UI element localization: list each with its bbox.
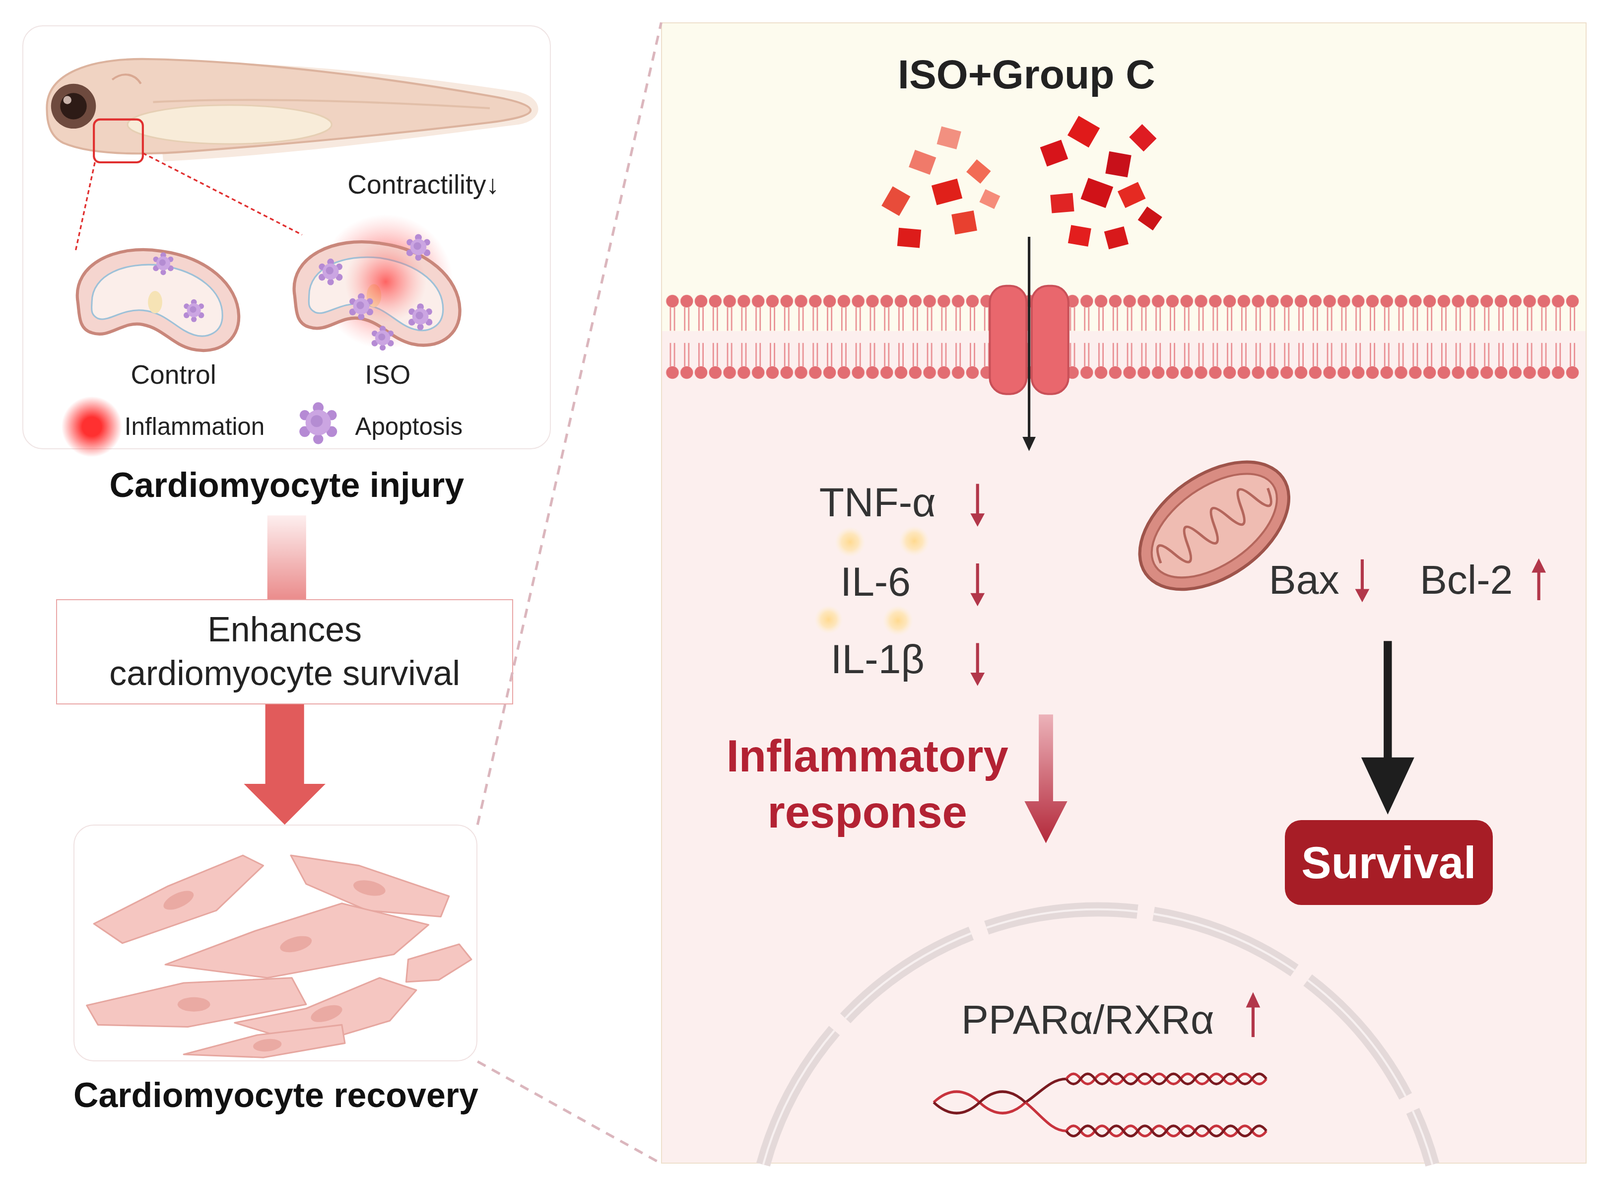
gene-label: PPARα/RXRα [740,995,1435,1045]
group-label: Control [130,357,216,392]
flow-bar [267,515,307,600]
panel-heading: Cardiomyocyte recovery [73,1074,478,1117]
panel-frame [22,25,551,449]
panel-heading: ISO+Group C [563,50,1490,100]
zoom-line [477,1061,662,1164]
legend-label: Inflammation [124,411,265,442]
outcome-box: Survival [1284,819,1493,905]
process-box: Enhances cardiomyocyte survival [56,599,514,705]
apoptosis-icon [299,401,338,444]
protein-label: Bax [1268,553,1340,605]
outcome-label: Survival [1301,834,1476,891]
pathway-label: Inflammatory response [704,727,1031,840]
cytokine-label: TNF-α [819,476,936,528]
nucleus-shape: PPARα/RXRα [750,909,1445,1165]
panel-heading: Cardiomyocyte injury [22,464,551,507]
annotation-label: Contractility↓ [347,168,500,202]
cytokine-label: IL-6 [840,556,911,608]
group-label: ISO [364,357,411,392]
panel-frame [73,824,478,1062]
cytokine-label: IL-1β [830,633,925,685]
legend-icon [295,400,341,445]
flow-arrow [243,704,326,825]
protein-label: Bcl-2 [1419,553,1513,605]
recovery-panel: Cardiomyocyte recovery [73,824,478,1119]
legend-label: Apoptosis [355,411,464,442]
legend-swatch [61,396,123,458]
box-label: Enhances cardiomyocyte survival [90,607,479,695]
